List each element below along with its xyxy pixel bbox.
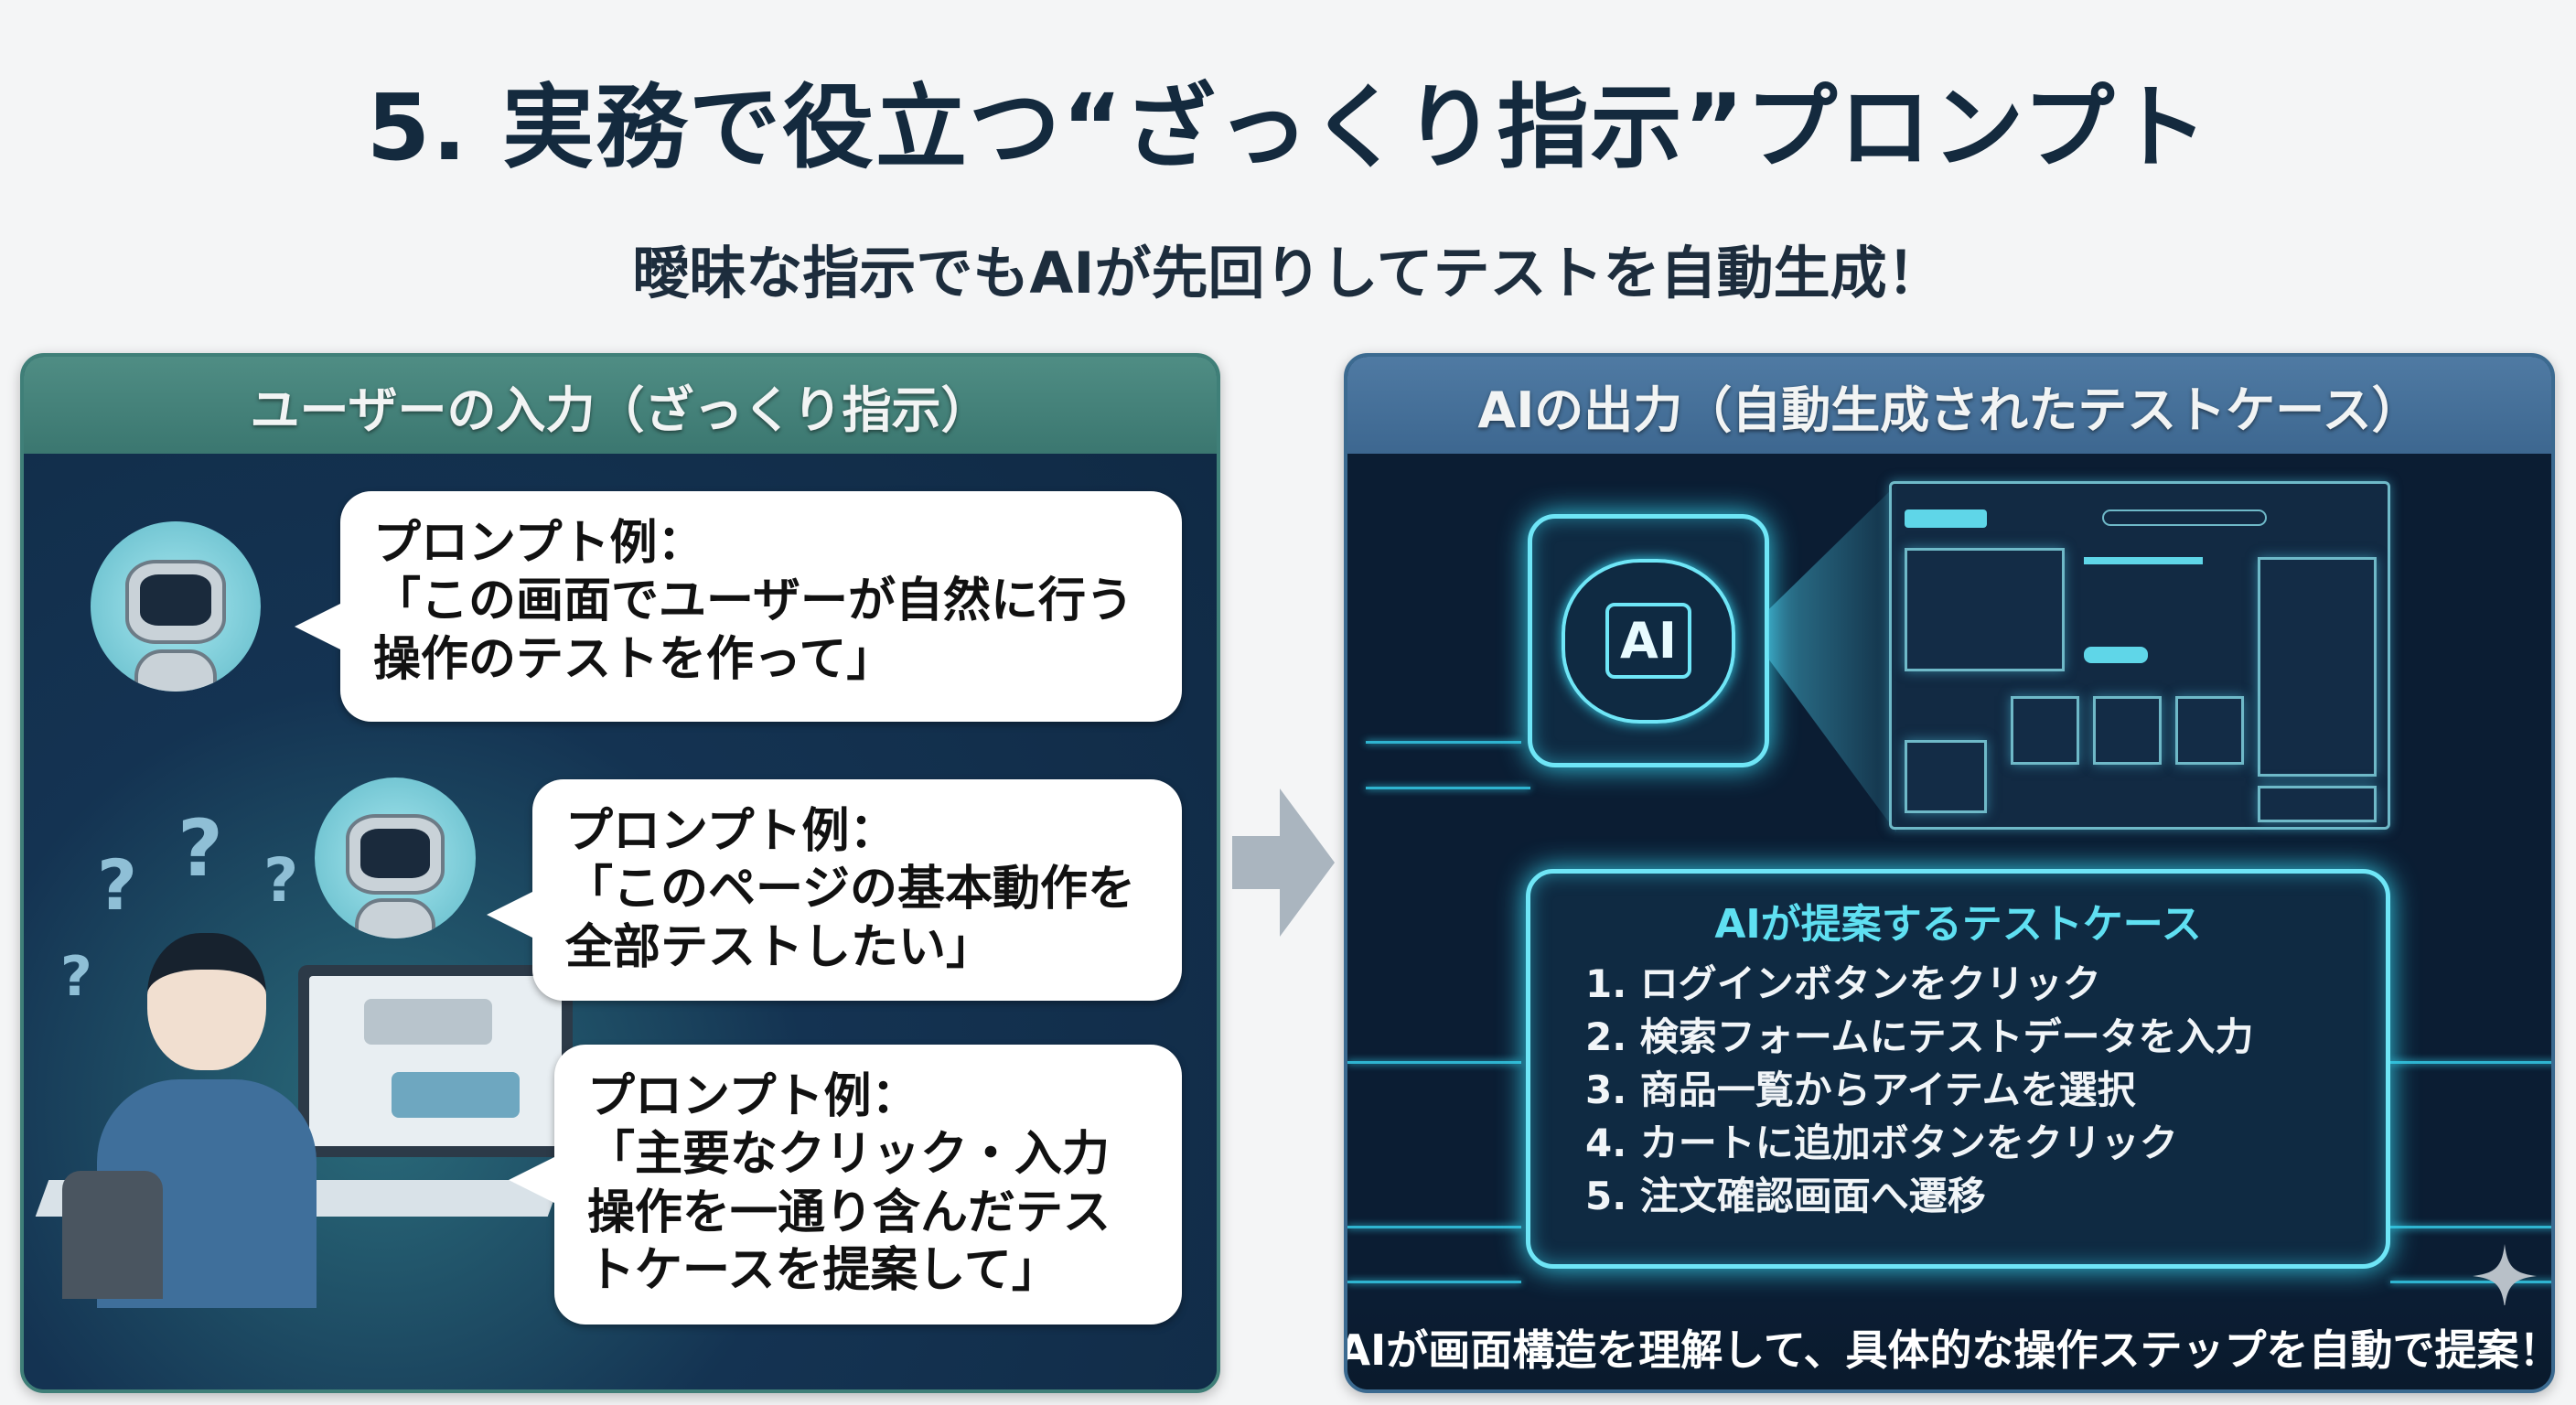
prompt-text: 「この画面でユーザーが自然に行う操作のテストを作って」	[373, 574, 1133, 687]
test-case-item: 2. 検索フォームにテストデータを入力	[1585, 1014, 2254, 1059]
ai-output-panel: AIの出力（自動生成されたテストケース） AI AIが提案するテストケース 1.…	[1344, 353, 2555, 1393]
prompt-label: プロンプト例：	[587, 1069, 919, 1124]
question-mark-icon: ?	[97, 844, 138, 926]
chair	[62, 1171, 163, 1299]
ai-brain-chip: AI	[1528, 514, 1769, 767]
robot-avatar	[315, 778, 476, 938]
prompt-bubble: プロンプト例： 「この画面でユーザーが自然に行う操作のテストを作って」	[295, 491, 1182, 722]
ai-output-header: AIの出力（自動生成されたテストケース）	[1347, 357, 2551, 454]
test-case-title: AIが提案するテストケース	[1714, 901, 2202, 948]
user-input-panel: ユーザーの入力（ざっくり指示） ? ? ? ? プロンプト例： 「この画面でユー…	[20, 353, 1220, 1393]
prompt-label: プロンプト例：	[373, 516, 705, 571]
user-input-header: ユーザーの入力（ざっくり指示）	[24, 357, 1217, 454]
test-case-item: 5. 注文確認画面へ遷移	[1585, 1174, 1986, 1218]
question-mark-icon: ?	[60, 945, 92, 1009]
prompt-text: 「主要なクリック・入力操作を一通り含んだテストケースを提案して」	[587, 1127, 1111, 1299]
summary-footer: AIが画面構造を理解して、具体的な操作ステップを自動で提案！	[1347, 1305, 2551, 1389]
ai-chip-label: AI	[1605, 603, 1691, 679]
monitor	[298, 965, 573, 1157]
test-case-item: 4. カートに追加ボタンをクリック	[1585, 1121, 2178, 1165]
prompt-bubble: プロンプト例： 「主要なクリック・入力操作を一通り含んだテストケースを提案して」	[509, 1045, 1182, 1325]
prompt-bubble: プロンプト例： 「このページの基本動作を全部テストしたい」	[487, 779, 1182, 1002]
person-head	[147, 933, 266, 1070]
prompt-label: プロンプト例：	[565, 804, 897, 859]
arrow-right-icon	[1232, 788, 1335, 937]
question-mark-icon: ?	[263, 845, 299, 916]
test-case-box: AIが提案するテストケース 1. ログインボタンをクリック 2. 検索フォームに…	[1526, 869, 2390, 1269]
page-subtitle: 曖昧な指示でもAIが先回りしてテストを自動生成！	[632, 240, 1944, 306]
question-mark-icon: ?	[177, 803, 223, 895]
sparkle-icon	[2473, 1244, 2537, 1308]
test-case-item: 3. 商品一覧からアイテムを選択	[1585, 1067, 2136, 1112]
wireframe-screen	[1889, 481, 2390, 830]
test-case-item: 1. ログインボタンをクリック	[1585, 961, 2101, 1006]
page-title: 5. 実務で役立つ“ざっくり指示”プロンプト	[366, 74, 2210, 181]
prompt-text: 「このページの基本動作を全部テストしたい」	[565, 862, 1135, 975]
brain-icon: AI	[1562, 558, 1735, 724]
robot-avatar	[91, 521, 261, 692]
